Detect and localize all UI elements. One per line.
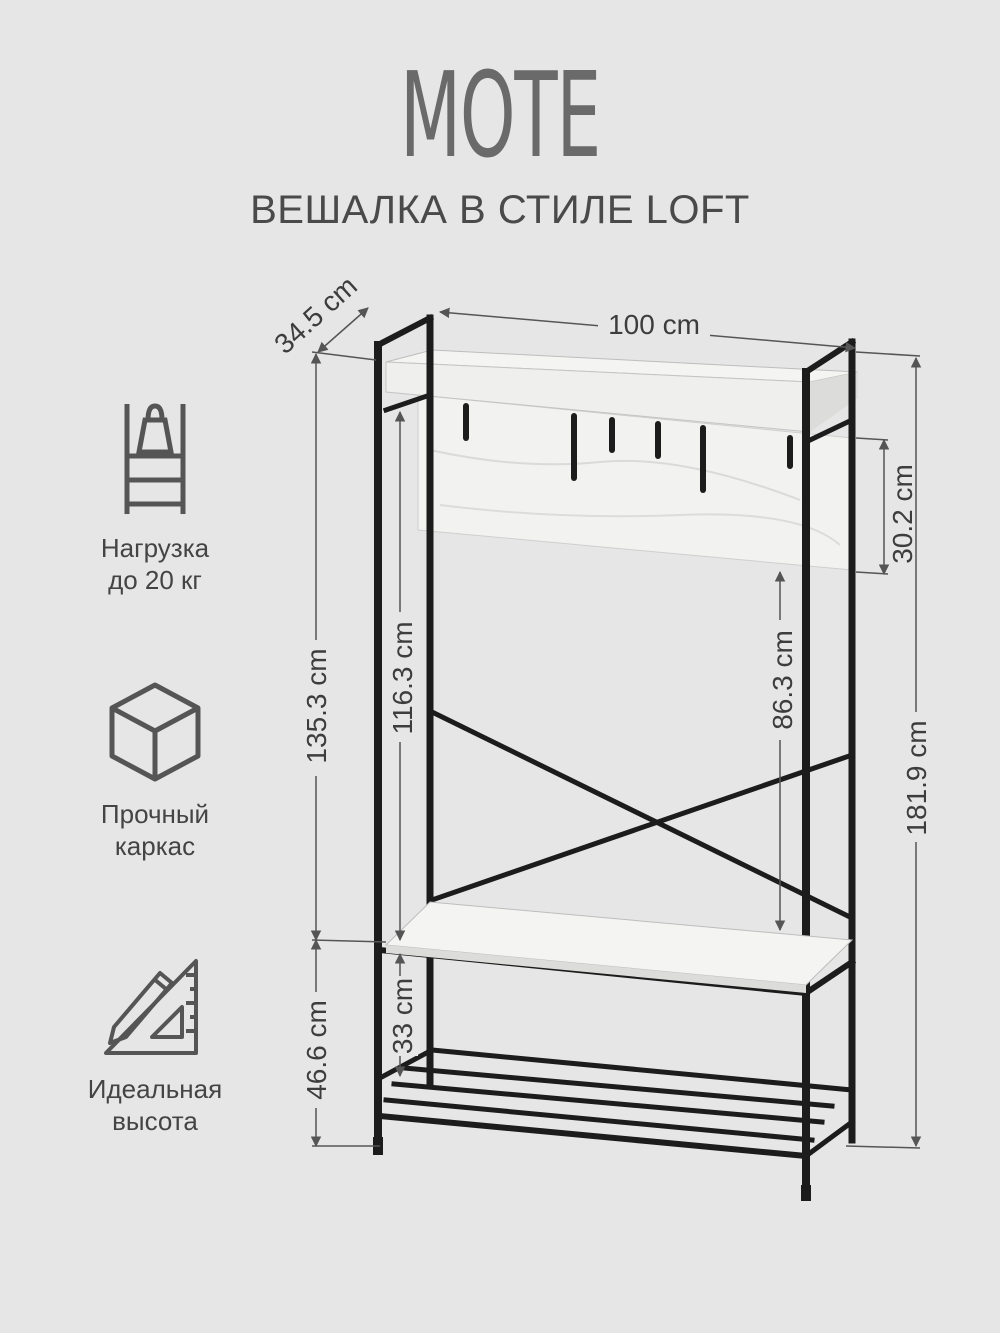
- feature-frame-line1: Прочный: [100, 799, 210, 829]
- shoe-gap-label: 33 cm: [387, 978, 418, 1054]
- feature-height-line2: высота: [112, 1106, 198, 1136]
- hook-clearance-label: 86.3 cm: [767, 630, 798, 730]
- weight-shelf-icon: [124, 403, 186, 514]
- feature-height-line1: Идеальная: [87, 1074, 223, 1104]
- frame-inner-label: 116.3 cm: [387, 621, 418, 734]
- cube-icon: [109, 682, 201, 782]
- feature-frame-label: Прочный каркас: [40, 798, 270, 862]
- feature-load-line2: до 20 кг: [108, 565, 202, 595]
- product-subtitle: ВЕШАЛКА В СТИЛЕ LOFT: [250, 188, 750, 232]
- feature-frame: Прочный каркас: [40, 680, 270, 862]
- dimension-labels: 100 cm 34.5 cm 181.9 cm 30.2 cm 135.3 cm…: [268, 270, 934, 1108]
- feature-load-label: Нагрузка до 20 кг: [40, 532, 270, 596]
- bench-to-top-label: 135.3 cm: [301, 648, 332, 763]
- feature-frame-line2: каркас: [114, 831, 196, 861]
- feature-load-line1: Нагрузка: [100, 533, 210, 563]
- feature-height-label: Идеальная высота: [40, 1073, 270, 1137]
- width-label: 100 cm: [608, 309, 700, 340]
- feature-load: Нагрузка до 20 кг: [40, 398, 270, 596]
- pencil-ruler-icon: [104, 959, 198, 1055]
- depth-label: 34.5 cm: [268, 270, 363, 360]
- feature-height: Идеальная высота: [40, 955, 270, 1137]
- bench-height-label: 46.6 cm: [301, 1000, 332, 1100]
- total-height-label: 181.9 cm: [901, 720, 932, 835]
- top-shelf: [385, 349, 859, 433]
- panel-height-label: 30.2 cm: [887, 464, 918, 564]
- bench-shelf: [384, 901, 854, 993]
- product-title: MOTE: [399, 46, 601, 184]
- hooks: [463, 403, 793, 493]
